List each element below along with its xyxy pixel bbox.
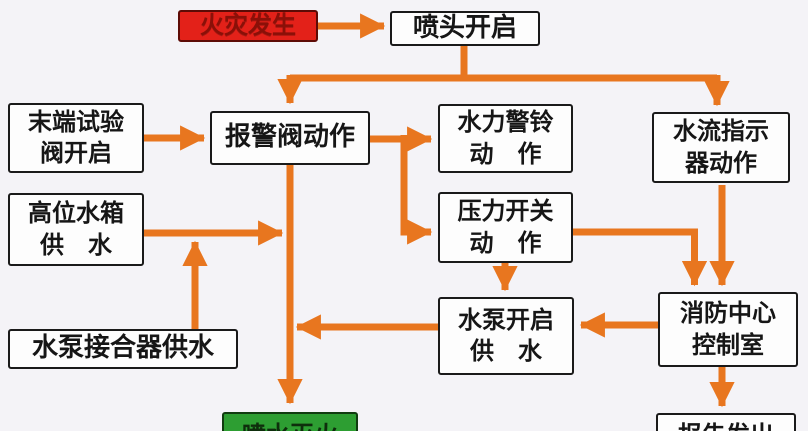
node-extinguish-label: 喷水灭火 (242, 420, 338, 431)
node-alarm-valve-label: 报警阀动作 (224, 122, 355, 153)
node-end-test-valve-line2: 阀开启 (40, 139, 112, 167)
node-high-tank-line1: 高位水箱 (28, 199, 124, 228)
node-hydraulic-bell: 水力警铃 动 作 (438, 104, 573, 173)
node-pressure-switch-line2: 动 作 (469, 228, 542, 257)
node-fire-occurs-label: 火灾发生 (200, 11, 296, 40)
node-pump-adapter: 水泵接合器供水 (8, 329, 238, 369)
node-pressure-switch-line1: 压力开关 (457, 197, 554, 226)
node-fire-center: 消防中心 控制室 (658, 292, 798, 367)
node-flow-indicator-line2: 器动作 (685, 148, 757, 177)
node-pump-start: 水泵开启 供 水 (438, 297, 574, 375)
node-alarm-valve: 报警阀动作 (210, 111, 370, 165)
node-high-tank: 高位水箱 供 水 (8, 193, 144, 266)
node-extinguish: 喷水灭火 (222, 412, 358, 431)
node-report: 报告发出 (656, 413, 796, 431)
node-hydraulic-bell-line2: 动 作 (469, 139, 542, 168)
node-pump-start-line2: 供 水 (470, 337, 542, 365)
node-fire-center-line2: 控制室 (692, 330, 764, 359)
node-sprinkler-open-label: 喷头开启 (412, 12, 517, 43)
node-flow-indicator: 水流指示 器动作 (652, 112, 790, 183)
node-report-label: 报告发出 (678, 420, 774, 431)
node-hydraulic-bell-line1: 水力警铃 (457, 108, 554, 137)
node-fire-occurs: 火灾发生 (178, 10, 318, 42)
node-fire-center-line1: 消防中心 (680, 299, 776, 328)
node-pump-adapter-label: 水泵接合器供水 (31, 333, 214, 364)
node-pressure-switch: 压力开关 动 作 (438, 192, 573, 263)
node-flow-indicator-line1: 水流指示 (673, 117, 769, 146)
node-high-tank-line2: 供 水 (40, 230, 112, 259)
node-pump-start-line1: 水泵开启 (458, 305, 554, 334)
node-end-test-valve-line1: 末端试验 (28, 107, 124, 136)
node-end-test-valve: 末端试验 阀开启 (8, 103, 144, 173)
node-sprinkler-open: 喷头开启 (390, 11, 540, 46)
